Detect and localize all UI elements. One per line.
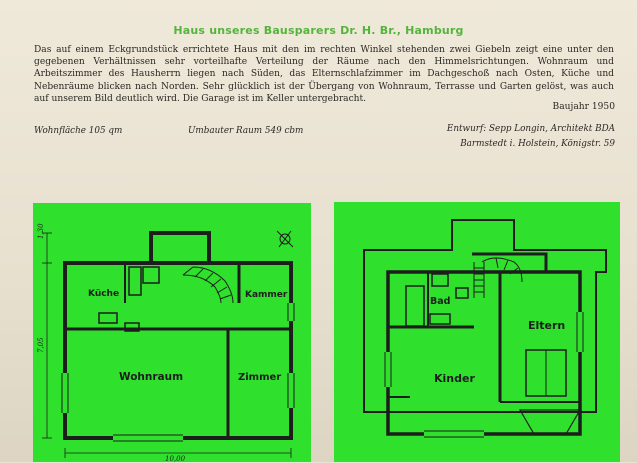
upper-floor-drawing bbox=[363, 219, 607, 438]
architect-address: Barmstedt i. Holstein, Königstr. 59 bbox=[460, 139, 615, 149]
construction-year: Baujahr 1950 bbox=[552, 102, 615, 112]
upper-floor-plan: Bad Eltern Kinder bbox=[334, 202, 620, 462]
architect-credit: Entwurf: Sepp Longin, Architekt BDA bbox=[446, 124, 615, 134]
room-label-kueche: Küche bbox=[88, 289, 120, 299]
living-area: Wohnfläche 105 qm bbox=[34, 126, 123, 136]
room-label-bad: Bad bbox=[430, 296, 451, 307]
north-arrow-icon bbox=[276, 230, 294, 248]
dimension-depth-main: 7,05 bbox=[37, 337, 45, 353]
article-title: Haus unseres Bausparers Dr. H. Br., Hamb… bbox=[173, 24, 464, 37]
dimension-width: 10,00 bbox=[165, 455, 186, 463]
ground-floor-plan: Küche Kammer Wohnraum Zimmer 1,30 7,05 1… bbox=[33, 203, 311, 463]
room-label-zimmer: Zimmer bbox=[238, 372, 282, 383]
room-label-eltern: Eltern bbox=[528, 319, 566, 332]
room-label-wohnraum: Wohnraum bbox=[119, 371, 184, 383]
room-label-kinder: Kinder bbox=[434, 372, 475, 385]
dimension-depth-upper: 1,30 bbox=[37, 223, 45, 239]
room-label-kammer: Kammer bbox=[245, 290, 288, 300]
ground-floor-drawing bbox=[42, 230, 295, 458]
article-body: Das auf einem Eckgrundstück errichtete H… bbox=[34, 45, 614, 104]
built-volume: Umbauter Raum 549 cbm bbox=[188, 126, 304, 136]
